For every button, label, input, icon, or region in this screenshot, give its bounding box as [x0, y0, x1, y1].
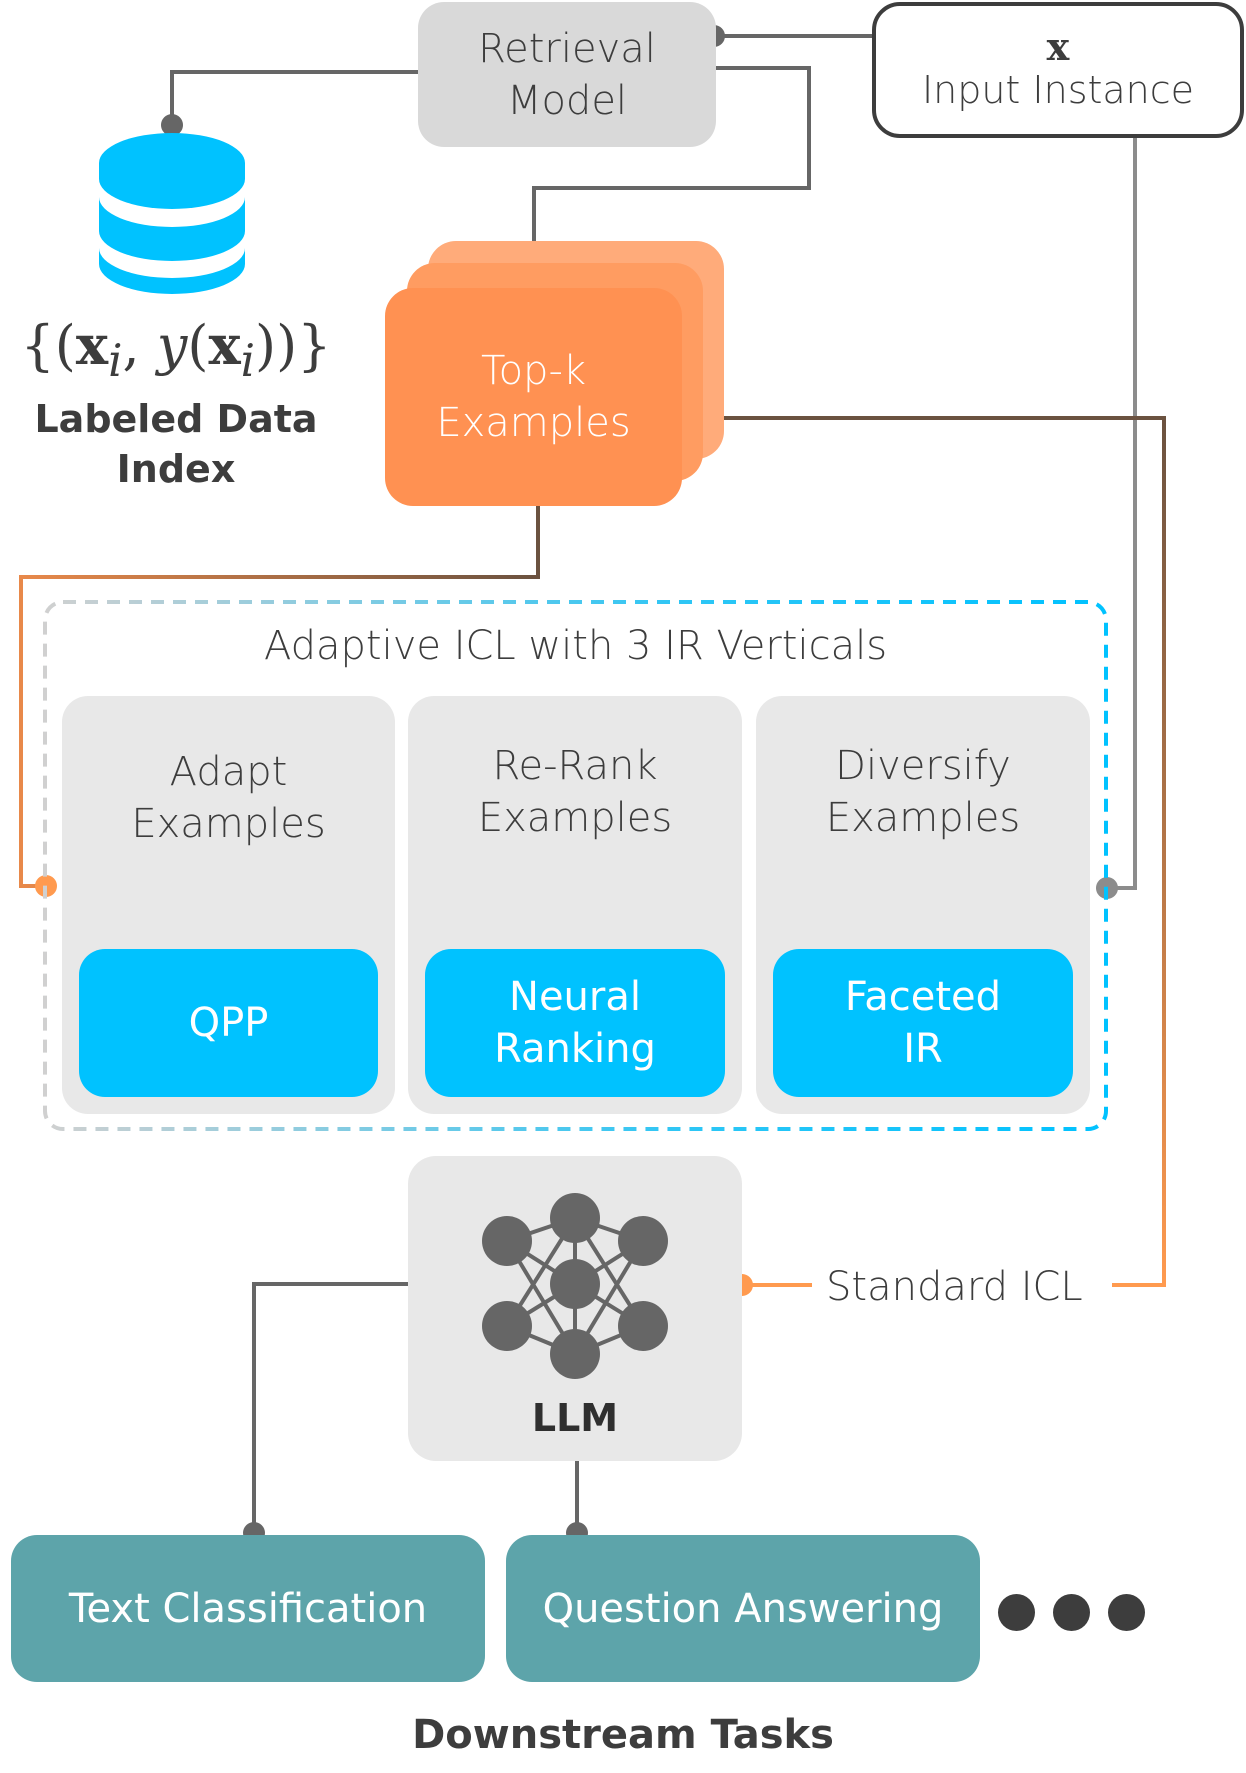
wire-llm-to-text-classification [252, 1282, 408, 1533]
neural-network-icon [482, 1193, 668, 1379]
panel-title-line2: Examples [131, 801, 326, 847]
input-instance-box: x Input Instance [872, 2, 1244, 138]
labeled-data-index: {(xi, y(xi))} Labeled Data Index [0, 312, 352, 494]
task-text-classification: Text Classification [11, 1535, 485, 1682]
retrieval-model-line2: Model [506, 77, 628, 124]
adaptive-group-title: Adaptive ICL with 3 IR Verticals [263, 623, 888, 669]
labeled-data-set-notation: {(xi, y(xi))} [20, 313, 332, 387]
downstream-tasks-label: Downstream Tasks [412, 1712, 834, 1758]
wire-input-to-adaptive [1108, 138, 1137, 890]
topk-line2: Examples [436, 400, 631, 446]
labeled-data-line1: Labeled Data [34, 396, 318, 441]
standard-icl-label: Standard ICL [820, 1262, 1089, 1312]
task-question-answering: Question Answering [506, 1535, 980, 1682]
retrieval-model-line1: Retrieval [478, 25, 656, 72]
chip-faceted-ir: Faceted IR [773, 949, 1073, 1097]
adaptive-group-border [43, 600, 1108, 1131]
input-instance-label: Input Instance [921, 68, 1195, 112]
wire-topk-to-adaptive [19, 506, 540, 888]
wire-topk-to-standard-icl [682, 416, 1166, 1287]
panel-title-line1: Re-Rank [492, 743, 658, 789]
panel-title-line1: Adapt [169, 749, 288, 795]
more-tasks-ellipsis-icon [998, 1594, 1145, 1631]
panel-title-line2: Examples [477, 795, 673, 841]
labeled-data-line2: Index [116, 446, 236, 491]
chip-neural-ranking: Neural Ranking [425, 949, 725, 1097]
topk-examples-box: Top-k Examples [385, 288, 682, 506]
panel-adapt-examples: Adapt Examples QPP [62, 696, 395, 1114]
wire-endpoint-dot [161, 114, 183, 136]
retrieval-model-box: Retrieval Model [418, 2, 716, 147]
wire-retrieval-to-db [170, 70, 418, 125]
topk-line1: Top-k [480, 348, 587, 394]
llm-label: LLM [531, 1396, 619, 1440]
panel-title-line1: Diversify [835, 743, 1011, 789]
llm-box: LLM [408, 1156, 742, 1461]
database-icon [99, 133, 245, 294]
chip-qpp: QPP [79, 949, 378, 1097]
wire-retrieval-to-topk [532, 66, 811, 290]
panel-diversify-examples: Diversify Examples Faceted IR [756, 696, 1090, 1114]
panel-title-line2: Examples [825, 795, 1021, 841]
panel-rerank-examples: Re-Rank Examples Neural Ranking [408, 696, 742, 1114]
input-symbol: x [1046, 24, 1070, 69]
